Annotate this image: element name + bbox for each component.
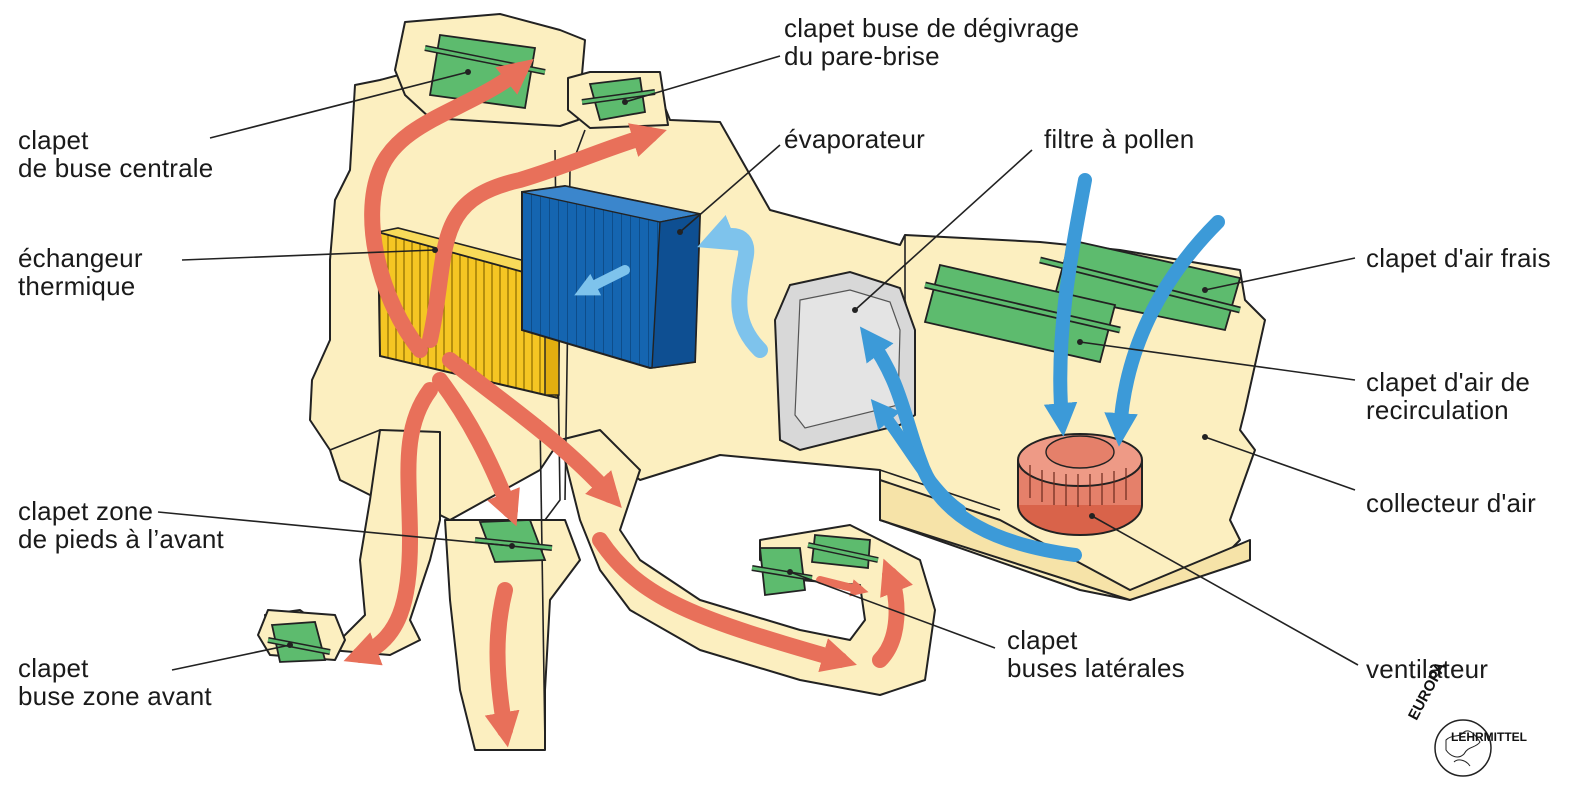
label-front-zone-nozzle-flap: clapet buse zone avant [18, 654, 212, 710]
label-line: collecteur d'air [1366, 488, 1537, 518]
flap-defrost [581, 77, 656, 122]
label-line: clapet [1007, 625, 1078, 655]
label-line: échangeur [18, 243, 143, 273]
leader-lines [157, 55, 1359, 671]
label-line: du pare-brise [784, 41, 940, 71]
label-fan: ventilateur [1366, 655, 1488, 683]
label-line: de pieds à l’avant [18, 524, 224, 554]
label-front-footwell-flap: clapet zone de pieds à l’avant [18, 497, 224, 553]
leader-dots [287, 69, 1208, 648]
fan [1017, 433, 1143, 536]
label-recirculation-flap: clapet d'air de recirculation [1366, 368, 1530, 424]
label-side-nozzles-flap: clapet buses latérales [1007, 626, 1185, 682]
label-line: évaporateur [784, 124, 925, 154]
label-line: ventilateur [1366, 654, 1489, 684]
label-evaporator: évaporateur [784, 125, 925, 153]
label-line: clapet d'air frais [1366, 243, 1551, 273]
label-line: clapet buse de dégivrage [784, 13, 1080, 43]
label-line: buse zone avant [18, 681, 212, 711]
label-line: recirculation [1366, 395, 1509, 425]
hot-air-flow [343, 59, 913, 748]
label-line: clapet [18, 125, 89, 155]
label-fresh-air-flap: clapet d'air frais [1366, 244, 1551, 272]
label-line: thermique [18, 271, 136, 301]
label-air-collector: collecteur d'air [1366, 489, 1536, 517]
label-line: clapet zone [18, 496, 154, 526]
label-line: de buse centrale [18, 153, 214, 183]
logo-word-lehrmittel: LEHRMITTEL [1451, 730, 1527, 744]
label-line: buses latérales [1007, 653, 1185, 683]
label-heat-exchanger: échangeur thermique [18, 244, 143, 300]
label-central-nozzle-flap: clapet de buse centrale [18, 126, 213, 182]
label-line: clapet d'air de [1366, 367, 1531, 397]
label-pollen-filter: filtre à pollen [1044, 125, 1194, 153]
flap-side-nozzle-2 [807, 534, 879, 569]
label-defrost-nozzle-flap: clapet buse de dégivrage du pare-brise [784, 14, 1079, 70]
europa-lehrmittel-logo: EUROPA LEHRMITTEL [1405, 659, 1558, 788]
label-line: filtre à pollen [1044, 124, 1195, 154]
cold-air-flow [574, 173, 1225, 562]
label-line: clapet [18, 653, 89, 683]
globe-icon [1434, 719, 1492, 777]
flap-front-zone-nozzle [267, 621, 331, 663]
